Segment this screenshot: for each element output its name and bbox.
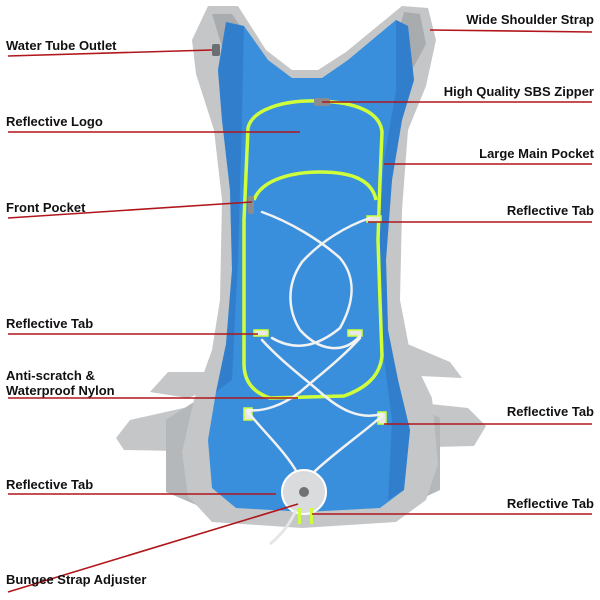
leader-line-bungee-strap-adjuster	[7, 503, 299, 593]
bungee-cord	[246, 210, 384, 476]
callout-reflective-tab-right-1: Reflective Tab	[507, 203, 594, 218]
callout-reflective-tab-left-1: Reflective Tab	[6, 316, 93, 331]
callout-text: Reflective Logo	[6, 114, 103, 129]
callout-reflective-tab-right-2: Reflective Tab	[507, 404, 594, 419]
leader-line-water-tube-outlet	[7, 49, 213, 57]
callout-text: Reflective Tab	[506, 496, 594, 511]
bungee-adjuster-hole	[299, 487, 309, 497]
callout-text: Reflective Tab	[6, 316, 94, 331]
callout-sbs-zipper: High Quality SBS Zipper	[444, 84, 594, 99]
callout-front-pocket: Front Pocket	[6, 200, 85, 215]
body-shade-left	[216, 22, 244, 392]
callout-anti-scratch-nylon: Anti-scratch &Waterproof Nylon	[6, 368, 115, 398]
callout-bungee-strap-adjuster: Bungee Strap Adjuster	[6, 572, 146, 587]
bottom-reflective-stripe	[298, 508, 301, 524]
reflective-tab-shape	[347, 329, 363, 337]
zipper-pull-front	[248, 196, 254, 214]
callout-reflective-logo: Reflective Logo	[6, 114, 103, 129]
main-pocket-piping	[242, 99, 384, 400]
body-shade-right	[378, 20, 414, 500]
front-pocket-piping	[252, 170, 378, 201]
leader-line-front-pocket	[7, 201, 253, 219]
callout-wide-shoulder-strap: Wide Shoulder Strap	[466, 12, 594, 27]
callout-large-main-pocket: Large Main Pocket	[479, 146, 594, 161]
leader-line-wide-shoulder-strap	[429, 29, 593, 33]
callout-text: Front Pocket	[6, 200, 86, 215]
callout-text: Reflective Tab	[6, 477, 94, 492]
callout-text: High Quality SBS Zipper	[443, 84, 594, 99]
callout-reflective-tab-left-2: Reflective Tab	[6, 477, 93, 492]
callout-text: Wide Shoulder Strap	[466, 12, 594, 27]
callout-text: Bungee Strap Adjuster	[6, 572, 147, 587]
callout-reflective-tab-right-3: Reflective Tab	[507, 496, 594, 511]
callout-text: Large Main Pocket	[479, 146, 594, 161]
reflective-tab-shape	[253, 329, 269, 337]
bottom-reflective-stripe	[310, 508, 313, 524]
callout-text: Water Tube Outlet	[6, 38, 117, 53]
callout-text: Waterproof Nylon	[6, 383, 115, 398]
leader-lines	[7, 29, 593, 593]
main-body-nylon	[208, 20, 414, 512]
callout-water-tube-outlet: Water Tube Outlet	[6, 38, 117, 53]
callout-text: Reflective Tab	[506, 404, 594, 419]
callout-text: Reflective Tab	[506, 203, 594, 218]
water-tube-outlet-shape	[212, 44, 220, 56]
callout-text: Anti-scratch &	[6, 368, 95, 383]
bungee-tail	[269, 509, 298, 546]
